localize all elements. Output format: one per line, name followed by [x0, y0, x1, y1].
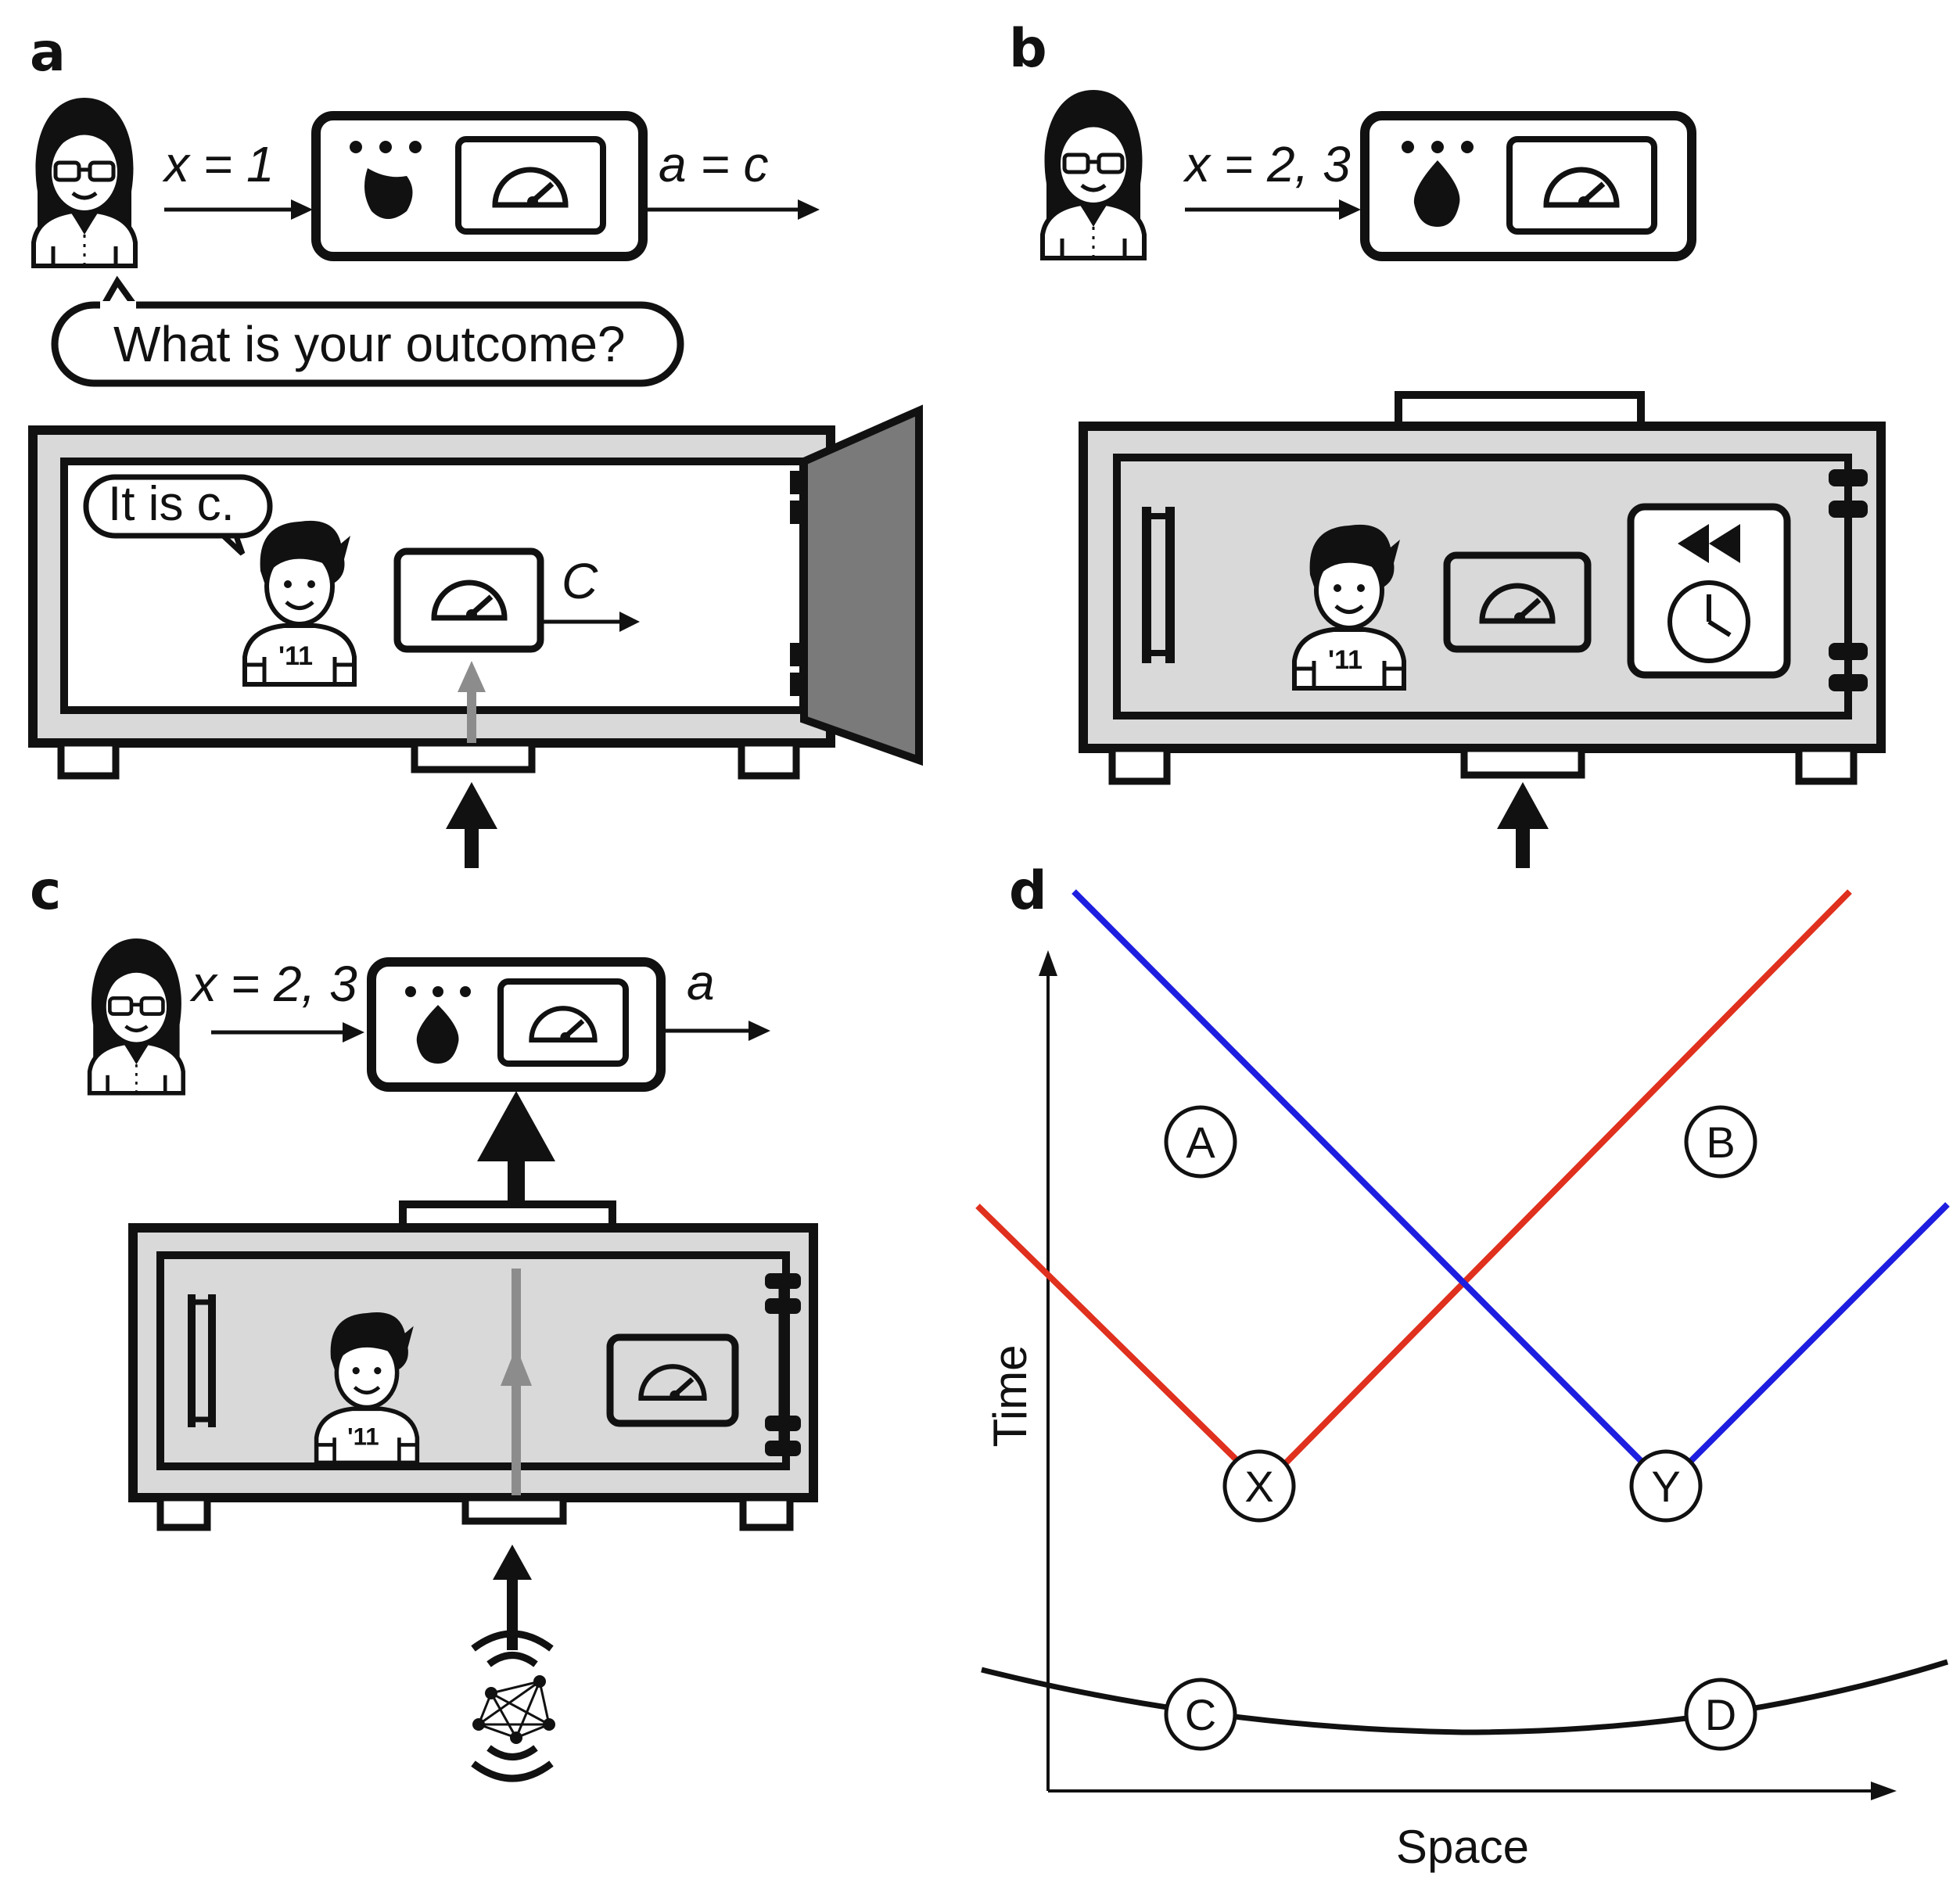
speech-bubble-a: [51, 275, 684, 387]
panel-label-a: a: [30, 22, 66, 84]
inner-device-c: [606, 1333, 739, 1427]
lightcone-x-left: [975, 1204, 1265, 1488]
inner-output-arrowhead-a: [619, 612, 640, 632]
inner-speech-bubble-a: [83, 474, 273, 556]
output-label-c: a: [687, 954, 715, 1010]
panel-b: b x = 2, 3: [1009, 18, 1886, 868]
node-b: B: [1684, 1105, 1757, 1179]
input-arrowhead-c: [343, 1022, 364, 1042]
node-x: X: [1222, 1449, 1296, 1523]
panel-a: a x = 1 a = c What is your outcome?: [28, 22, 923, 868]
up-stem-arrowhead-c: [477, 1091, 555, 1161]
output-label-a: a = c: [659, 136, 769, 192]
speech-text-a: What is your outcome?: [113, 316, 626, 372]
svg-text:D: D: [1705, 1690, 1736, 1739]
inner-device-b: [1443, 551, 1592, 653]
open-door: [800, 404, 923, 766]
network-source-icon: [471, 1630, 555, 1782]
handle-icon-b: [1142, 507, 1175, 663]
output-arrowhead-a: [798, 199, 820, 220]
inner-speech-text-a: It is c.: [108, 477, 235, 531]
space-axis-label: Space: [1396, 1821, 1529, 1873]
svg-text:A: A: [1186, 1118, 1215, 1167]
node-c: C: [1164, 1678, 1237, 1751]
woman-icon: [34, 98, 135, 266]
time-axis-arrowhead: [1039, 950, 1057, 976]
input-stem-arrowhead-c: [493, 1545, 532, 1580]
node-y: Y: [1629, 1449, 1703, 1523]
spacelike-curve: [981, 1659, 1949, 1735]
measurement-device-b: [1360, 111, 1696, 261]
clock-icon: [1667, 580, 1750, 663]
woman-icon: [90, 938, 184, 1093]
signal-arrowhead-c: [501, 1347, 532, 1386]
lightcone-y-left: [1072, 889, 1668, 1488]
panel-label-d: d: [1009, 860, 1047, 922]
input-stem-arrowhead-a: [446, 782, 497, 829]
input-arrowhead-a: [291, 199, 313, 220]
input-label-c: x = 2, 3: [189, 956, 357, 1012]
woman-icon: [1043, 90, 1144, 258]
svg-text:B: B: [1706, 1118, 1735, 1167]
input-label-b: x = 2, 3: [1183, 136, 1351, 192]
lightcone-y-right: [1664, 1202, 1950, 1488]
lightcone-x-right: [1261, 889, 1852, 1488]
panel-label-b: b: [1009, 18, 1047, 80]
svg-text:X: X: [1244, 1462, 1273, 1511]
measurement-device-a: [311, 111, 648, 261]
input-label-a: x = 1: [162, 136, 275, 192]
panel-d: d Time Space A B X Y C: [975, 860, 1950, 1873]
node-a: A: [1164, 1105, 1237, 1179]
input-arrowhead-b: [1339, 199, 1361, 220]
space-axis-arrowhead: [1871, 1782, 1897, 1800]
rewind-clock-device: [1627, 503, 1791, 679]
inner-device-a: [393, 547, 544, 653]
time-axis-label: Time: [984, 1344, 1036, 1447]
panel-c: c x = 2, 3 a: [30, 860, 818, 1782]
handle-icon-c: [188, 1294, 216, 1427]
node-d: D: [1684, 1678, 1757, 1751]
inner-output-a: C: [562, 553, 598, 609]
rewind-icon: [1678, 524, 1740, 563]
svg-text:C: C: [1185, 1690, 1216, 1739]
output-arrowhead-c: [748, 1021, 770, 1041]
input-stem-arrowhead-b: [1497, 782, 1549, 829]
panel-label-c: c: [30, 860, 61, 922]
signal-arrowhead-a: [458, 661, 486, 692]
measurement-device-c: [367, 957, 666, 1092]
svg-text:Y: Y: [1651, 1462, 1680, 1511]
